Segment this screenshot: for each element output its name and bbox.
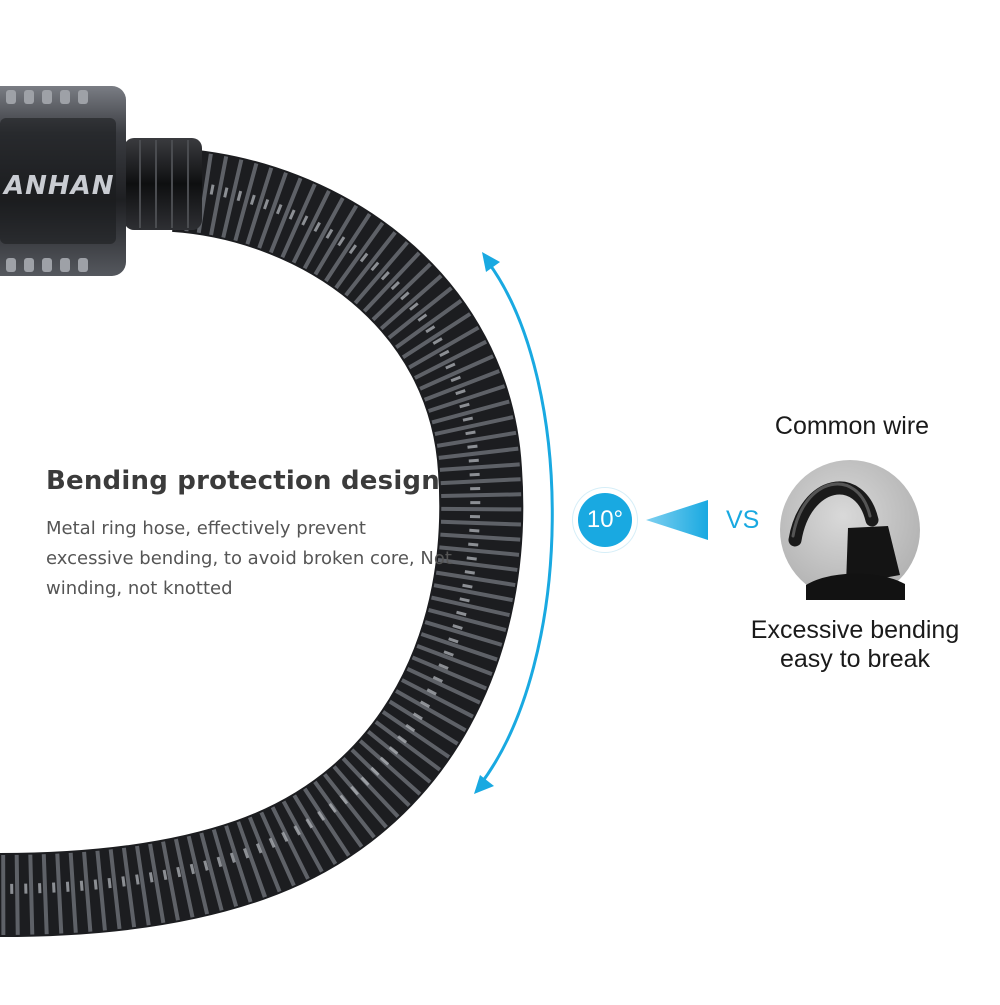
arc-arrowhead-bottom <box>474 775 494 794</box>
angle-badge: 10° <box>578 493 632 547</box>
arc-arrowhead-top <box>482 252 500 272</box>
section-heading: Bending protection design <box>46 466 440 496</box>
strain-relief-collar <box>124 138 202 230</box>
vs-label: VS <box>726 506 760 534</box>
wire-connector <box>846 526 900 585</box>
comparison-caption-line1: Excessive bending <box>750 616 960 644</box>
pointer-triangle-icon <box>646 500 708 540</box>
comparison-caption-line2: easy to break <box>779 645 931 673</box>
comparison-title: Common wire <box>774 412 930 440</box>
section-description: Metal ring hose, effectively prevent exc… <box>46 518 452 599</box>
comparison-caption: Excessive bending easy to break <box>740 616 970 674</box>
double-arrow-arc-icon <box>478 261 554 786</box>
hose-rings <box>0 150 522 935</box>
brand-mark: ANHAN <box>2 171 115 201</box>
